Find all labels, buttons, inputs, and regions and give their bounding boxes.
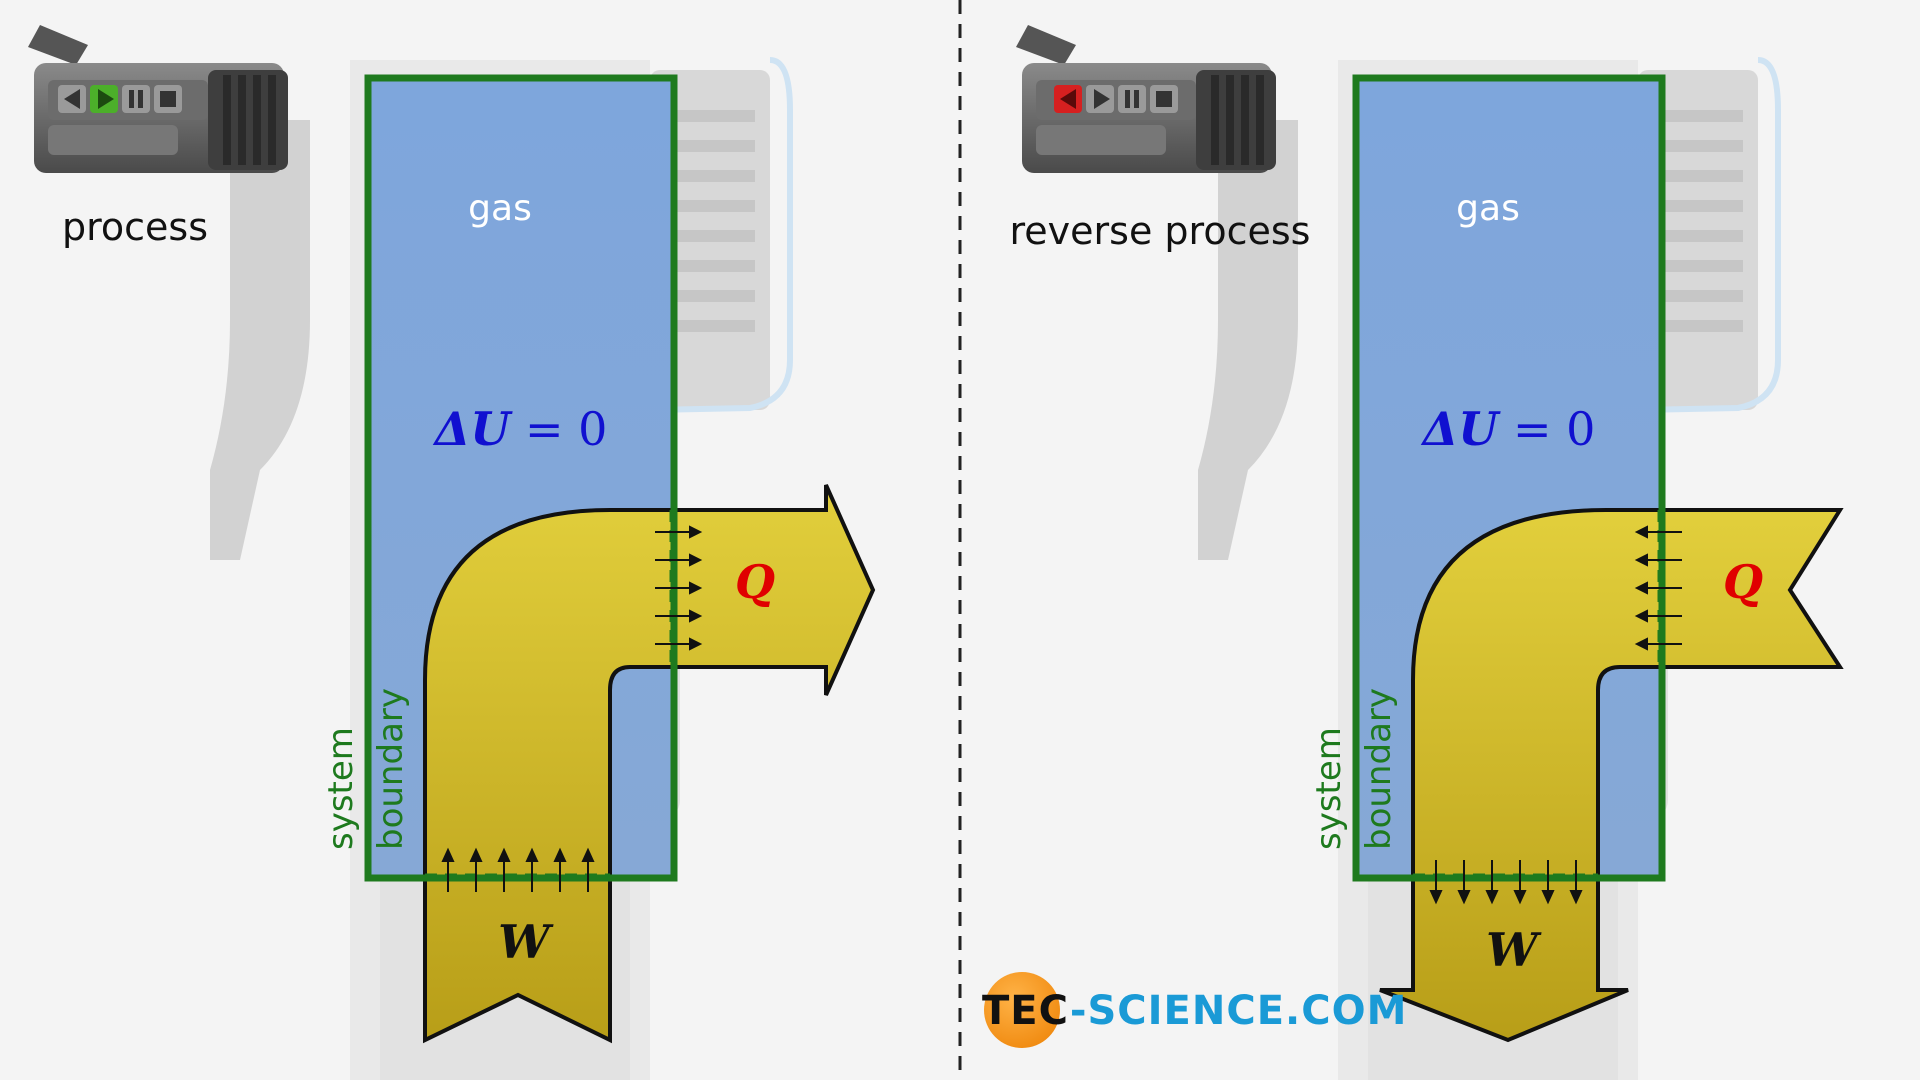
logo-text-part1: TEC <box>982 988 1070 1034</box>
process-caption: process <box>62 205 208 249</box>
energy-equation: ΔU = 0 <box>1421 402 1596 456</box>
boundary-label-line2: boundary <box>371 688 411 850</box>
gas-label: gas <box>1456 188 1520 229</box>
heat-label: Q <box>735 555 775 609</box>
equation-rest: = 0 <box>510 402 607 456</box>
work-flux-arrows <box>441 847 595 892</box>
boundary-label-line1: system <box>321 727 361 850</box>
heat-flux-arrows <box>655 525 703 651</box>
system-boundary <box>364 74 678 882</box>
work-label: W <box>1486 923 1542 977</box>
pause-button-icon <box>1118 85 1146 113</box>
right-panel: reverse process gas ΔU = 0 Q W <box>1010 25 1844 1080</box>
pause-button-icon <box>122 85 150 113</box>
logo-text-part3: .COM <box>1285 988 1407 1034</box>
left-panel: process gas ΔU = 0 Q W <box>28 25 876 1080</box>
reverse-process-caption: reverse process <box>1010 209 1311 253</box>
boundary-label-line2: boundary <box>1359 688 1399 850</box>
system-boundary-label: system boundary <box>321 688 411 850</box>
equation-rest: = 0 <box>1498 402 1595 456</box>
orange-circle-logo-icon <box>984 972 1060 1048</box>
heat-work-arrow <box>1379 508 1844 1043</box>
heat-label: Q <box>1723 555 1763 609</box>
work-heat-arrow <box>423 484 876 1044</box>
boundary-label-line1: system <box>1309 727 1349 850</box>
work-flux-arrows <box>1429 860 1583 905</box>
tec-science-logo: TEC-SCIENCE.COM <box>982 972 1407 1048</box>
video-camera-icon <box>1016 25 1276 173</box>
logo-text-part2: -SCIENCE <box>1070 988 1285 1034</box>
system-boundary <box>1352 74 1666 882</box>
video-camera-icon <box>28 25 288 173</box>
heat-flux-arrows <box>1634 525 1682 651</box>
delta-u-symbol: ΔU <box>433 402 514 456</box>
delta-u-symbol: ΔU <box>1421 402 1502 456</box>
logo-text: TEC-SCIENCE.COM <box>982 988 1407 1034</box>
work-label: W <box>498 915 554 969</box>
gas-label: gas <box>468 188 532 229</box>
energy-equation: ΔU = 0 <box>433 402 608 456</box>
system-boundary-label: system boundary <box>1309 688 1399 850</box>
